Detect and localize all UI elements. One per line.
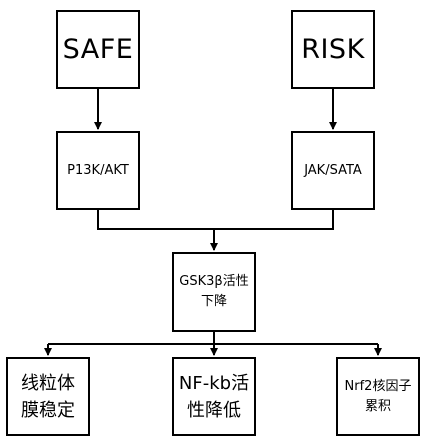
node-nrf2-label-line2: 累积 <box>364 398 391 414</box>
node-gsk3b: GSK3β活性 下降 <box>172 252 256 332</box>
node-mitochondria-label-line1: 线粒体 <box>21 372 75 394</box>
node-mitochondria: 线粒体 膜稳定 <box>6 357 90 436</box>
node-gsk3b-label-line2: 下降 <box>200 294 227 309</box>
node-risk: RISK <box>291 10 375 89</box>
node-nrf2: Nrf2核因子 累积 <box>336 357 420 436</box>
node-risk-label: RISK <box>301 34 365 65</box>
node-pi3k-akt-label: P13K/AKT <box>67 163 129 178</box>
node-safe: SAFE <box>56 10 140 89</box>
node-jak-stat: JAK/SATA <box>291 131 375 210</box>
node-nfkb-label-line2: 性降低 <box>186 399 241 421</box>
node-nfkb-label-line1: NF-kb活 <box>178 372 250 394</box>
node-jak-stat-label: JAK/SATA <box>304 163 362 178</box>
node-nfkb: NF-kb活 性降低 <box>172 357 256 436</box>
node-nrf2-label-line1: Nrf2核因子 <box>344 378 412 394</box>
node-mitochondria-label-line2: 膜稳定 <box>21 399 75 421</box>
node-pi3k-akt: P13K/AKT <box>56 131 140 210</box>
merge-line-pathways <box>97 210 334 230</box>
node-safe-label: SAFE <box>62 34 134 65</box>
node-gsk3b-label-line1: GSK3β活性 <box>179 274 249 289</box>
